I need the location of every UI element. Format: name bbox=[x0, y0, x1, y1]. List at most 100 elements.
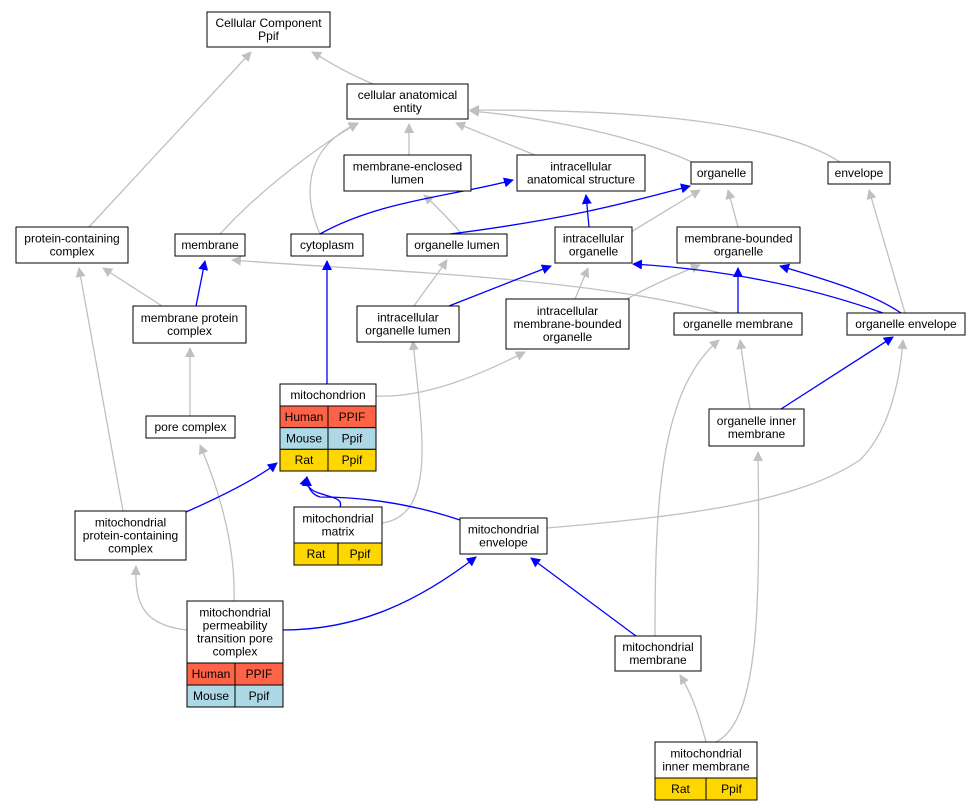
node-label: organelle bbox=[714, 245, 764, 259]
node-pore[interactable]: pore complex bbox=[145, 415, 236, 439]
node-box bbox=[846, 312, 966, 336]
edges bbox=[75, 51, 908, 743]
node-box bbox=[132, 305, 247, 344]
gene-symbol: PPIF bbox=[246, 667, 273, 681]
node-label: complex bbox=[167, 324, 212, 338]
node-box bbox=[827, 161, 891, 185]
gene-symbol: Ppif bbox=[350, 547, 371, 561]
node-label: mitochondrial bbox=[622, 640, 693, 654]
edge-gray bbox=[469, 105, 841, 163]
node-label: mitochondrial bbox=[199, 606, 270, 620]
edge-gray bbox=[469, 106, 693, 163]
node-om[interactable]: organelle membrane bbox=[673, 312, 803, 336]
node-box bbox=[673, 312, 803, 336]
node-label: membrane-bounded bbox=[513, 317, 621, 331]
species-cell bbox=[337, 542, 383, 566]
node-box bbox=[459, 517, 548, 555]
node-label: complex bbox=[108, 542, 153, 556]
node-box bbox=[554, 226, 633, 264]
node-label: mitochondrial bbox=[95, 516, 166, 530]
node-label: inner membrane bbox=[662, 760, 750, 774]
node-label: membrane bbox=[728, 427, 786, 441]
edge-gray bbox=[413, 259, 448, 307]
node-box bbox=[614, 635, 702, 672]
edge-blue bbox=[185, 462, 278, 513]
edge-blue bbox=[282, 556, 477, 631]
edge-gray bbox=[231, 255, 721, 314]
node-box bbox=[145, 415, 236, 439]
edge-gray bbox=[626, 263, 701, 300]
edge-gray bbox=[654, 339, 720, 637]
node-label: intracellular bbox=[537, 304, 598, 318]
edge-blue bbox=[779, 263, 902, 314]
edge-gray bbox=[455, 121, 536, 156]
edge-blue bbox=[581, 194, 592, 228]
node-label: intracellular bbox=[563, 232, 624, 246]
node-label: organelle lumen bbox=[365, 324, 450, 338]
node-label: membrane bbox=[629, 653, 687, 667]
edge-blue bbox=[195, 260, 209, 307]
species-name: Mouse bbox=[193, 689, 229, 703]
node-oe[interactable]: organelle envelope bbox=[846, 312, 966, 336]
species-name: Mouse bbox=[286, 432, 322, 446]
node-cytoplasm[interactable]: cytoplasm bbox=[290, 233, 364, 257]
node-membrane[interactable]: membrane bbox=[174, 233, 246, 257]
node-label: cellular anatomical bbox=[358, 88, 457, 102]
edge-blue bbox=[319, 177, 514, 235]
gene-symbol: PPIF bbox=[339, 410, 366, 424]
node-label: membrane protein bbox=[141, 311, 238, 325]
node-envelope[interactable]: envelope bbox=[827, 161, 891, 185]
edge-gray bbox=[375, 351, 526, 397]
node-label: envelope bbox=[835, 166, 884, 180]
node-label: membrane bbox=[181, 238, 239, 252]
edge-gray bbox=[423, 194, 463, 235]
species-name: Rat bbox=[671, 782, 690, 796]
edge-gray bbox=[381, 340, 423, 524]
node-box bbox=[406, 233, 508, 257]
node-label: organelle bbox=[543, 330, 593, 344]
node-label: envelope bbox=[479, 536, 528, 550]
species-cell bbox=[234, 684, 284, 708]
node-label: intracellular bbox=[377, 311, 438, 325]
node-label: protein-containing bbox=[83, 529, 178, 543]
edge-gray bbox=[679, 674, 707, 743]
node-label: protein-containing bbox=[24, 232, 119, 246]
edge-blue bbox=[530, 557, 637, 637]
node-label: transition pore bbox=[197, 632, 273, 646]
node-label: entity bbox=[393, 101, 422, 115]
node-organelle[interactable]: organelle bbox=[690, 161, 753, 185]
edge-gray bbox=[219, 122, 359, 235]
node-label: complex bbox=[213, 645, 258, 659]
node-label: lumen bbox=[391, 173, 424, 187]
node-label: mitochondrial bbox=[670, 747, 741, 761]
edge-gray bbox=[736, 339, 751, 410]
edge-gray bbox=[630, 189, 701, 233]
node-label: matrix bbox=[322, 525, 355, 539]
species-cell bbox=[705, 777, 758, 801]
node-label: organelle bbox=[697, 166, 747, 180]
node-box bbox=[343, 154, 472, 192]
node-ol[interactable]: organelle lumen bbox=[406, 233, 508, 257]
edge-gray bbox=[725, 189, 739, 228]
node-box bbox=[708, 408, 805, 447]
